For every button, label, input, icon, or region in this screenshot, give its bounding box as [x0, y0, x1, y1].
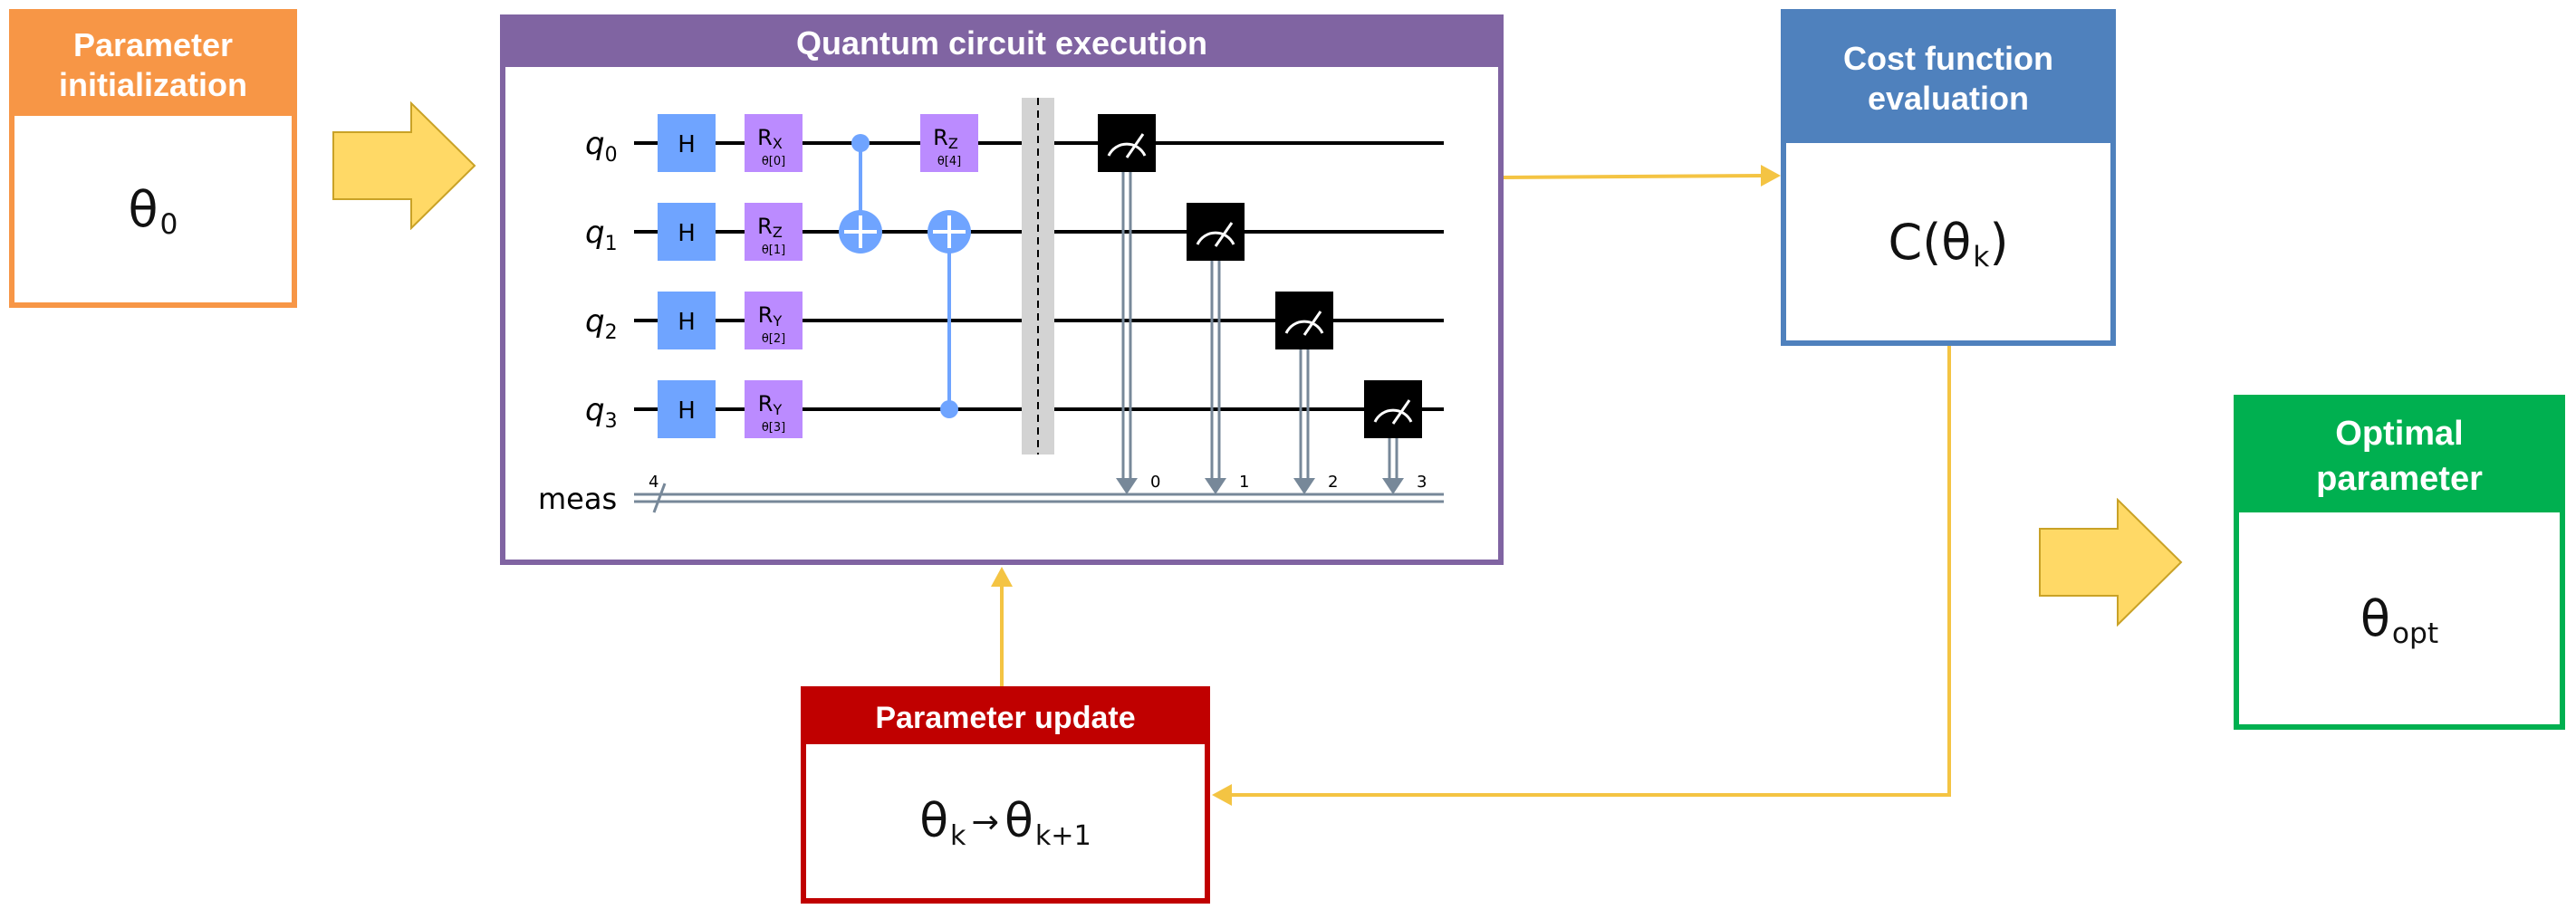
rz-gate-q1: RZ θ[1] — [745, 203, 803, 261]
h-gate-q2: H — [658, 292, 716, 349]
classical-width-label: 4 — [649, 473, 658, 492]
cost-title-line1: Cost function — [1843, 40, 2053, 77]
init-title-line2: initialization — [58, 66, 247, 103]
update-title: Parameter update — [875, 700, 1136, 735]
qubit-label-0: q0 — [585, 126, 618, 167]
svg-text:RY: RY — [758, 302, 783, 330]
parameter-initialization-header: Parameter initialization — [14, 14, 292, 116]
optimal-title-line2: parameter — [2316, 460, 2483, 498]
svg-text:H: H — [678, 397, 696, 425]
svg-text:H: H — [678, 309, 696, 336]
measure-gate-q0: 0 — [1098, 114, 1160, 494]
svg-text:3: 3 — [1417, 473, 1427, 492]
quantum-circuit-box: Quantum circuit execution — [500, 14, 1504, 565]
qubit-label-3: q3 — [585, 392, 618, 433]
svg-text:θ[0]: θ[0] — [762, 155, 785, 168]
init-title-line1: Parameter — [72, 26, 234, 63]
cnot-gate-q0-q1 — [839, 134, 882, 254]
arrow-update-to-circuit — [991, 567, 1013, 686]
measure-gate-q1: 1 — [1187, 203, 1249, 494]
svg-text:2: 2 — [1328, 473, 1338, 492]
qubit-label-2: q2 — [585, 303, 618, 344]
svg-text:θ[1]: θ[1] — [762, 244, 785, 257]
circuit-title: Quantum circuit execution — [795, 24, 1208, 62]
optimal-title-line1: Optimal — [2335, 415, 2464, 453]
barrier — [1022, 98, 1054, 454]
svg-text:θ[3]: θ[3] — [762, 421, 785, 435]
cost-function-header: Cost function evaluation — [1786, 14, 2110, 143]
svg-text:RZ: RZ — [757, 214, 783, 241]
flow-arrow-to-optimal — [2039, 498, 2183, 627]
measure-gate-q3: 3 — [1364, 380, 1427, 494]
quantum-circuit: 4 q0 q1 q2 q3 meas H H H H RX θ[0] RZ θ[… — [538, 98, 1444, 516]
arrow-circuit-to-cost — [1503, 165, 1781, 187]
svg-text:θ[2]: θ[2] — [762, 332, 785, 346]
h-gate-q0: H — [658, 114, 716, 172]
classical-register-label: meas — [538, 482, 617, 516]
svg-text:1: 1 — [1239, 473, 1249, 492]
svg-text:RY: RY — [758, 391, 783, 418]
classical-slash — [652, 483, 667, 513]
ry-gate-q2: RY θ[2] — [745, 292, 803, 349]
svg-text:H: H — [678, 220, 696, 247]
h-gate-q3: H — [658, 380, 716, 438]
rx-gate-q0: RX θ[0] — [745, 114, 803, 172]
cost-title-line2: evaluation — [1867, 80, 2030, 117]
h-gate-q1: H — [658, 203, 716, 261]
qubit-label-1: q1 — [585, 215, 618, 255]
cnot-gate-q3-q1 — [928, 210, 971, 418]
rz-gate-q0: RZ θ[4] — [920, 114, 978, 172]
optimal-parameter-header: Optimal parameter — [2239, 400, 2560, 512]
svg-text:RX: RX — [757, 125, 783, 152]
svg-text:θ[4]: θ[4] — [937, 155, 961, 168]
theta-symbol: θ — [128, 180, 159, 238]
svg-text:0: 0 — [1150, 473, 1160, 492]
theta-subscript: 0 — [159, 208, 178, 242]
svg-text:RZ: RZ — [933, 125, 958, 152]
ry-gate-q3: RY θ[3] — [745, 380, 803, 438]
measure-gate-q2: 2 — [1275, 292, 1338, 494]
flow-arrow-init-to-circuit — [332, 101, 476, 230]
svg-text:H: H — [678, 131, 696, 158]
quantum-circuit-header: Quantum circuit execution — [505, 20, 1498, 67]
parameter-update-header: Parameter update — [806, 692, 1205, 744]
